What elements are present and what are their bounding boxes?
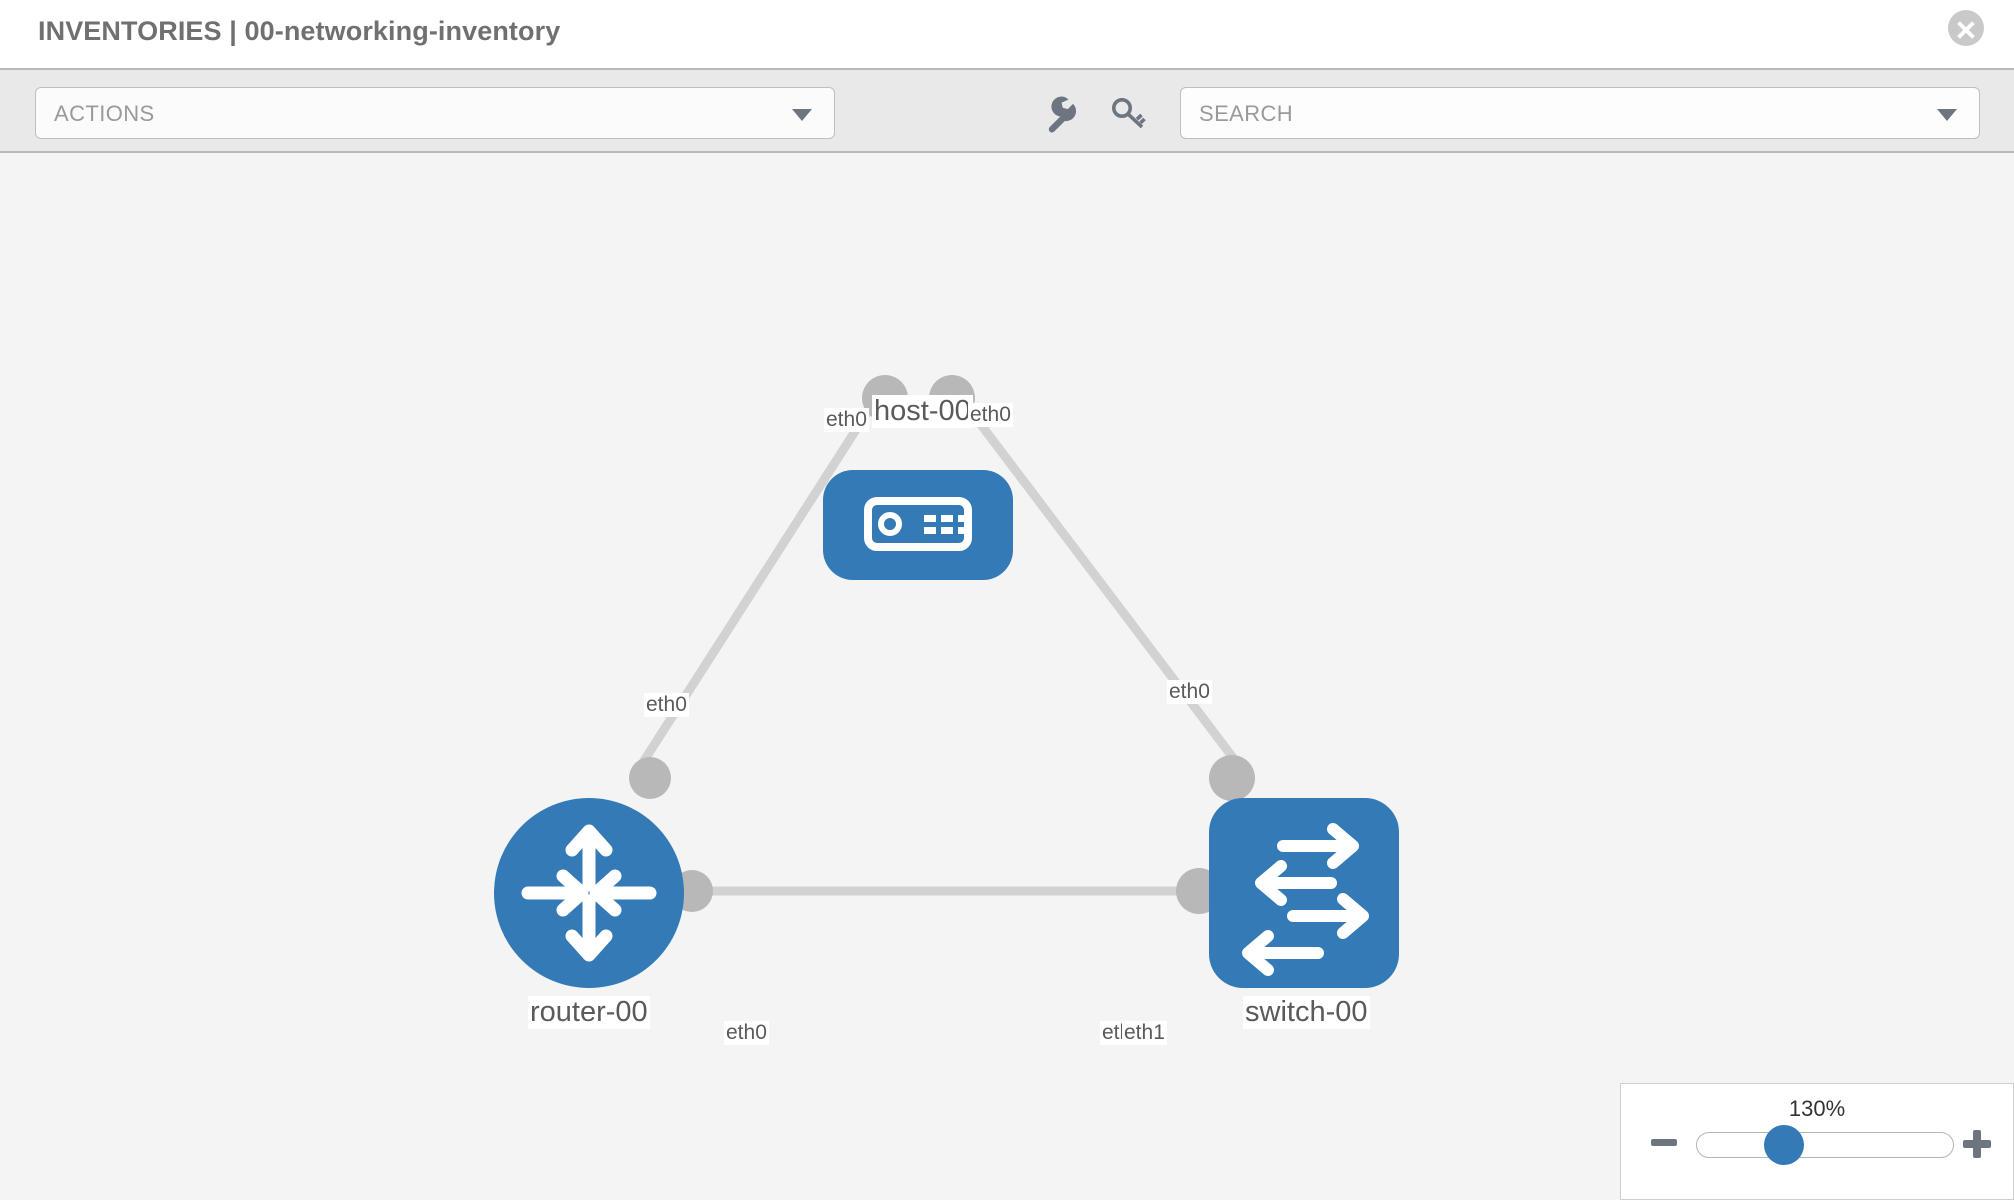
zoom-out-button[interactable] — [1649, 1128, 1679, 1163]
zoom-slider-thumb[interactable] — [1764, 1125, 1804, 1165]
edge-label-router-right-port: eth0 — [724, 1021, 769, 1045]
chevron-down-icon[interactable] — [1937, 109, 1957, 121]
key-icon[interactable] — [1107, 92, 1149, 134]
router-arrows-icon — [521, 824, 657, 962]
server-icon — [864, 497, 972, 551]
port-router-up — [629, 757, 671, 799]
zoom-control-panel: 130% — [1620, 1083, 2014, 1200]
zoom-slider-track[interactable] — [1696, 1132, 1954, 1158]
node-host-00 — [823, 470, 1013, 580]
toolbar: ACTIONS SEARCH — [0, 68, 2014, 153]
edge-label-host-left-port: eth0 — [824, 408, 869, 432]
window-header: INVENTORIES | 00-networking-inventory — [0, 0, 2014, 68]
topology-canvas[interactable]: eth0 host-00 eth0 eth0 eth0 eth0 eth0 et… — [0, 153, 2014, 1200]
edge-label-host-right-port: eth0 — [968, 403, 1013, 427]
edge-label-router-up-port: eth0 — [644, 693, 689, 717]
zoom-in-button[interactable] — [1961, 1128, 1993, 1165]
node-label-switch-00: switch-00 — [1243, 996, 1370, 1029]
node-label-router-00: router-00 — [528, 996, 650, 1029]
node-router-00 — [494, 798, 684, 988]
close-icon[interactable] — [1948, 10, 1984, 46]
edge-label-switch-up-port: eth0 — [1167, 680, 1212, 704]
port-switch-up — [1209, 755, 1255, 801]
actions-dropdown-label: ACTIONS — [54, 101, 155, 126]
search-input[interactable]: SEARCH — [1180, 87, 1980, 139]
chevron-down-icon — [792, 109, 812, 121]
switch-arrows-icon — [1242, 823, 1369, 976]
zoom-percent-label: 130% — [1788, 1096, 1846, 1121]
actions-dropdown[interactable]: ACTIONS — [35, 87, 835, 139]
page-title: INVENTORIES | 00-networking-inventory — [38, 16, 561, 46]
edge-label-switch-left-port-over: eth1 — [1122, 1021, 1167, 1045]
node-switch-00 — [1209, 798, 1399, 988]
search-placeholder: SEARCH — [1199, 101, 1294, 126]
edge-host-switch — [955, 392, 1245, 772]
wrench-icon[interactable] — [1038, 92, 1080, 134]
node-label-host-00: host-00 — [872, 395, 973, 428]
